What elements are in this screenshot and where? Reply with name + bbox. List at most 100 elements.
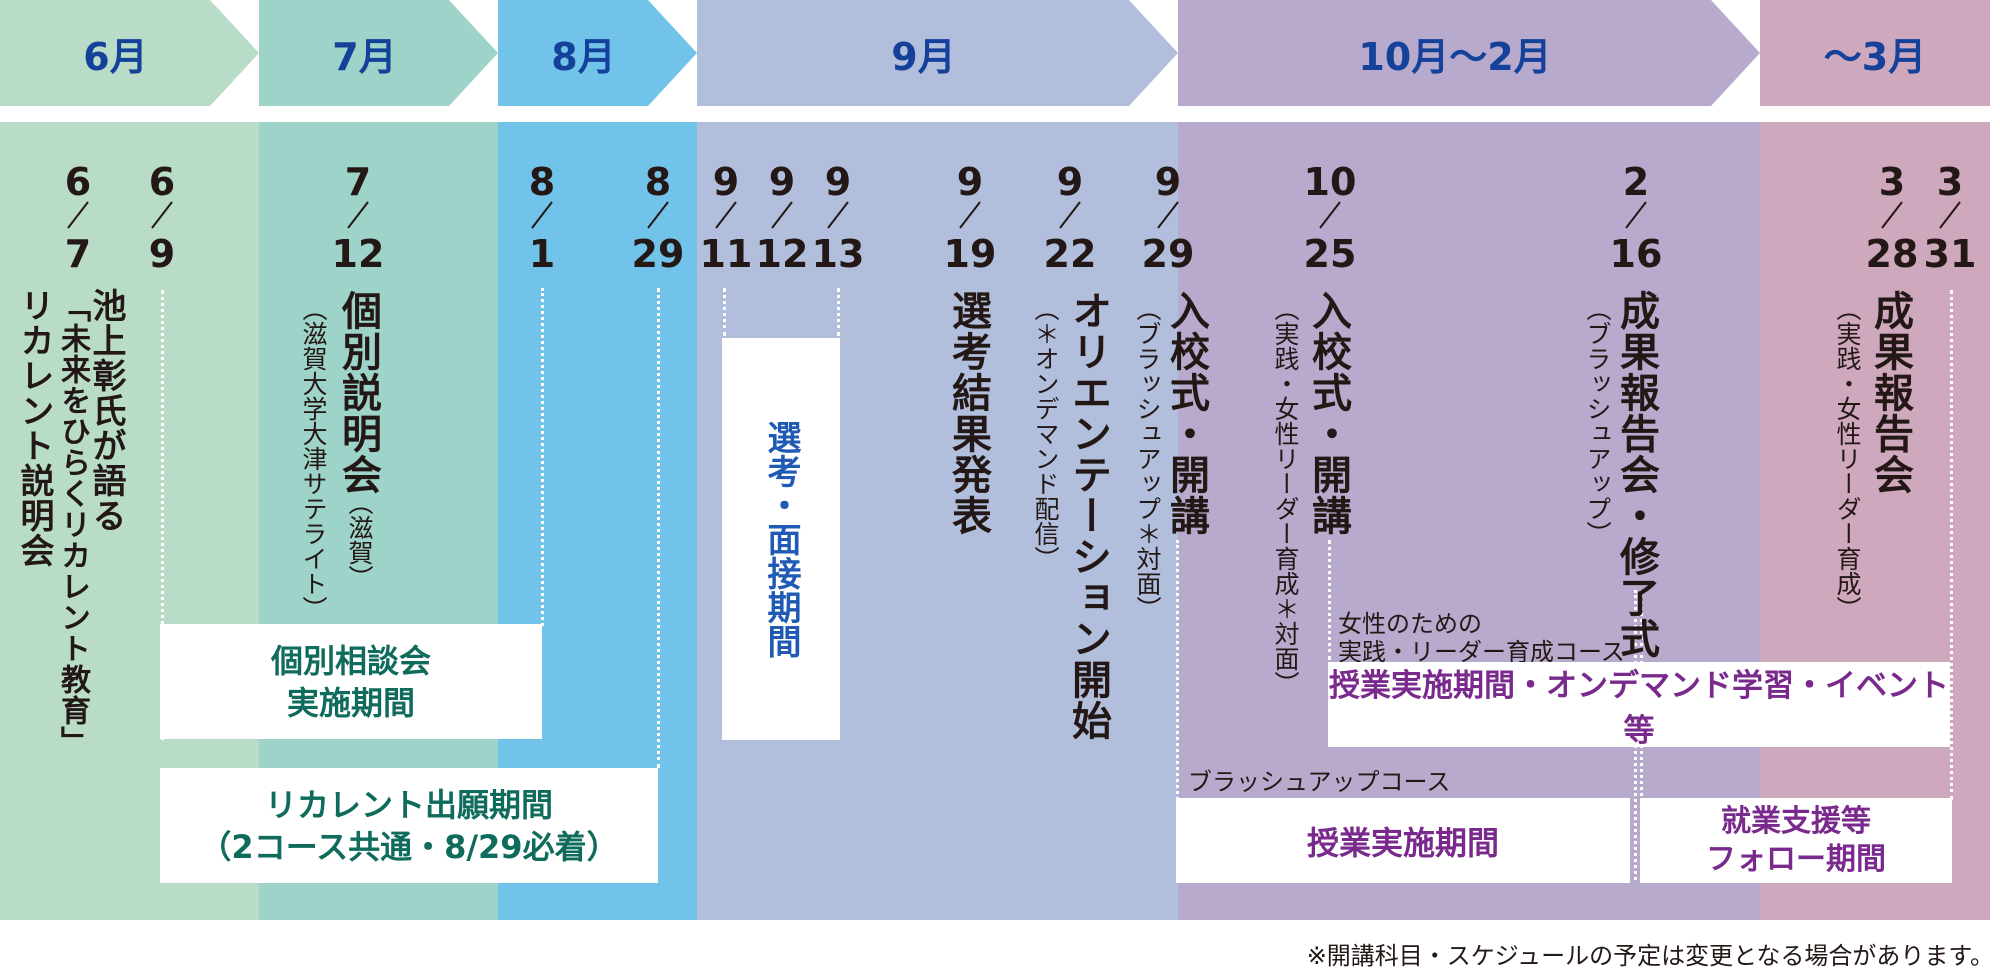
date-day: 28 (1865, 232, 1919, 276)
slash-icon (1157, 201, 1179, 229)
guide-line (541, 288, 544, 626)
interview-period-label: 選考・面接期間 (761, 420, 801, 658)
month-banner-september: 9月 (697, 0, 1178, 106)
women-course-period-box: 授業実施期間・オンデマンド学習・イベント等 (1328, 662, 1950, 749)
date-month: 9 (824, 160, 852, 204)
date-day: 29 (1141, 232, 1195, 276)
event-results: 選考結果発表 (945, 290, 991, 536)
month-label: 〜3月 (1823, 34, 1927, 79)
date-month: 3 (1936, 160, 1964, 204)
application-period-box: リカレント出願期間 （2コース共通・8/29必着） (160, 768, 658, 883)
event-talk-subtitle: 「未来をひらくリカレント教育」 (55, 292, 90, 757)
date-day: 9 (148, 232, 176, 276)
month-label: 6月 (83, 34, 148, 79)
application-period-line2: （2コース共通・8/29必着） (199, 827, 619, 866)
date-marker: 9 12 (742, 122, 822, 276)
date-day: 12 (755, 232, 809, 276)
guide-line (657, 288, 660, 768)
guide-line (723, 288, 726, 336)
date-month: 3 (1878, 160, 1906, 204)
slash-icon (531, 201, 553, 229)
date-marker: 8 29 (618, 122, 698, 276)
date-month: 2 (1622, 160, 1650, 204)
date-marker: 9 11 (686, 122, 766, 276)
date-day: 11 (699, 232, 753, 276)
month-label: 10月〜2月 (1358, 34, 1552, 79)
slash-icon (1939, 201, 1961, 229)
event-entrance-women-note: （実践・女性リーダー育成＊対面） (1271, 296, 1300, 696)
date-month: 8 (644, 160, 672, 204)
women-course-label-line2: 実践・リーダー育成コース (1338, 638, 1625, 666)
date-marker: 10 25 (1290, 122, 1370, 274)
consultation-period-box: 個別相談会 実施期間 (160, 624, 542, 739)
date-marker: 8 1 (502, 122, 582, 276)
women-course-label-line1: 女性のための (1338, 610, 1482, 638)
month-label: 7月 (332, 34, 397, 79)
support-period-line2: フォロー期間 (1706, 841, 1886, 877)
event-report-women: 成果報告会 (1867, 290, 1913, 495)
date-month: 6 (64, 160, 92, 204)
date-marker: 6 7 (38, 122, 118, 276)
slash-icon (647, 201, 669, 229)
chevron-shape (259, 0, 498, 106)
event-completion-brushup-note: （ブラッシュアップ） (1583, 296, 1612, 546)
date-marker: 9 29 (1128, 122, 1208, 276)
date-marker: 9 22 (1030, 122, 1110, 274)
consultation-period-line1: 個別相談会 (270, 641, 431, 680)
guide-line (1328, 540, 1331, 660)
date-day: 31 (1923, 232, 1977, 276)
date-month: 6 (148, 160, 176, 204)
support-period-line1: 就業支援等 (1721, 803, 1871, 839)
date-month: 9 (1154, 160, 1182, 204)
interview-period-box: 選考・面接期間 (722, 338, 840, 740)
slash-icon (67, 201, 89, 229)
slash-icon (771, 201, 793, 229)
date-day: 7 (64, 232, 92, 276)
event-entrance-brushup-note: （ブラッシュアップ＊対面） (1133, 296, 1162, 621)
event-recurrent-briefing: リカレント説明会 (14, 288, 54, 568)
date-marker: 3 31 (1910, 122, 1990, 276)
event-entrance-brushup: 入校式・開講 (1163, 290, 1209, 536)
date-marker: 6 9 (122, 122, 202, 276)
date-month: 9 (768, 160, 796, 204)
guide-line (1176, 540, 1179, 800)
event-individual-briefing: 個別説明会 (335, 290, 381, 495)
date-month: 10 (1303, 160, 1357, 204)
month-label: 8月 (551, 34, 616, 79)
chevron-shape (0, 0, 259, 106)
event-talk-title: 池上彰氏が語る (86, 288, 126, 533)
brushup-course-period-label: 授業実施期間 (1306, 823, 1499, 862)
event-entrance-women: 入校式・開講 (1305, 290, 1351, 536)
date-marker: 7 12 (318, 122, 398, 274)
event-report-women-note: （実践・女性リーダー育成） (1833, 296, 1862, 621)
date-day: 29 (631, 232, 685, 276)
slash-icon (347, 201, 369, 229)
date-day: 19 (943, 232, 997, 276)
date-day: 1 (528, 232, 556, 276)
month-banner-august: 8月 (498, 0, 697, 106)
brushup-course-period-box: 授業実施期間 (1176, 798, 1630, 883)
event-completion-brushup: 成果報告会・修了式 (1613, 290, 1659, 659)
guide-line (161, 290, 164, 740)
event-orientation: オリエンテーション開始 (1065, 290, 1111, 741)
date-marker: 9 19 (930, 122, 1010, 276)
event-orientation-note: （＊オンデマンド配信） (1031, 296, 1060, 571)
date-month: 8 (528, 160, 556, 204)
event-individual-briefing-venue: （滋賀大学大津サテライト） (299, 296, 328, 621)
month-banner-march: 〜3月 (1760, 0, 1990, 106)
slash-icon (1625, 201, 1647, 229)
chevron-shape (498, 0, 697, 106)
month-banner-oct-feb: 10月〜2月 (1178, 0, 1760, 106)
slash-icon (1059, 201, 1081, 229)
slash-icon (1319, 201, 1341, 229)
support-period-box: 就業支援等 フォロー期間 (1640, 798, 1952, 883)
chevron-shape (1760, 0, 1990, 106)
application-period-line1: リカレント出願期間 (264, 785, 553, 824)
chevron-shape (697, 0, 1178, 106)
brushup-course-label: ブラッシュアップコース (1188, 768, 1451, 796)
date-day: 16 (1609, 232, 1663, 276)
chevron-shape (1178, 0, 1760, 106)
slash-icon (959, 201, 981, 229)
column-oct-feb (1178, 122, 1760, 920)
guide-line (837, 288, 840, 336)
